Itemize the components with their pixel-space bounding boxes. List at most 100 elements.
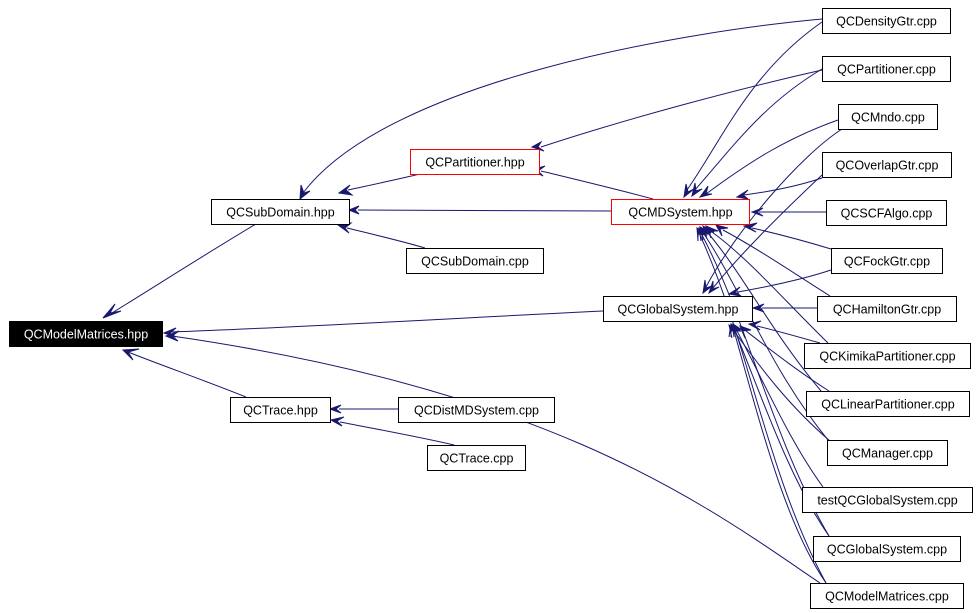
arrowhead-globalsystem-hpp — [751, 303, 765, 313]
node-subdomain-cpp[interactable]: QCSubDomain.cpp — [406, 248, 544, 274]
edge-mndo-cpp-to-globalsystem-hpp — [705, 128, 843, 288]
node-box — [813, 536, 961, 562]
node-box — [410, 149, 540, 175]
arrowhead-globalsystem-hpp — [747, 320, 762, 331]
edge-partitioner-cpp-to-partitioner-hpp — [540, 69, 823, 148]
node-box — [427, 445, 526, 471]
node-box — [838, 104, 938, 130]
arrowhead-trace-hpp — [329, 416, 345, 427]
edge-globalsystem-hpp-to-modelmatrices-hpp — [170, 310, 604, 333]
node-globalsystem-cpp[interactable]: QCGlobalSystem.cpp — [813, 536, 961, 562]
node-box — [611, 199, 750, 225]
edge-partitioner-cpp-to-mdsystem-hpp — [693, 68, 823, 192]
arrowhead-modelmatrices-hpp — [121, 348, 140, 361]
node-modelmatrices-hpp: QCModelMatrices.hpp — [9, 321, 163, 347]
arrowhead-modelmatrices-hpp — [102, 303, 122, 319]
node-trace-hpp[interactable]: QCTrace.hpp — [230, 397, 331, 423]
node-label: QCHamiltonGtr.cpp — [833, 303, 941, 317]
edge-subdomain-cpp-to-subdomain-hpp — [346, 227, 426, 249]
arrowhead-globalsystem-hpp — [708, 280, 720, 295]
node-label: QCGlobalSystem.cpp — [827, 543, 947, 557]
node-label: QCTrace.cpp — [440, 452, 514, 466]
arrowhead-mdsystem-hpp — [696, 226, 708, 242]
node-overlapgtr-cpp[interactable]: QCOverlapGtr.cpp — [822, 152, 952, 178]
node-label: QCModelMatrices.hpp — [24, 328, 148, 342]
node-box — [826, 200, 947, 226]
file-nodes: QCModelMatrices.hpp QCSubDomain.hppQCTrac… — [9, 8, 973, 609]
node-label: QCSubDomain.hpp — [226, 206, 334, 220]
edge-mndo-cpp-to-mdsystem-hpp — [705, 119, 839, 195]
node-box — [822, 152, 952, 178]
arrowhead-subdomain-hpp — [337, 184, 354, 196]
node-label: QCDistMDSystem.cpp — [414, 404, 539, 418]
node-scfalgo-cpp[interactable]: QCSCFAlgo.cpp — [826, 200, 947, 226]
node-box — [804, 343, 971, 369]
node-label: QCPartitioner.cpp — [837, 63, 936, 77]
dependency-arrowheads — [102, 140, 765, 427]
edge-linearpartitioner-cpp-to-globalsystem-hpp — [745, 330, 830, 392]
arrowhead-mdsystem-hpp — [742, 222, 758, 233]
node-hamiltongtr-cpp[interactable]: QCHamiltonGtr.cpp — [817, 296, 957, 322]
node-box — [817, 296, 957, 322]
node-label: QCSCFAlgo.cpp — [841, 207, 933, 221]
node-box — [822, 8, 951, 34]
arrowhead-subdomain-hpp — [299, 184, 311, 201]
node-box — [603, 296, 753, 322]
edge-modelmatrices-cpp-to-modelmatrices-hpp — [171, 335, 821, 584]
dependency-edges — [106, 18, 843, 584]
node-box — [230, 397, 331, 423]
node-mdsystem-hpp[interactable]: QCMDSystem.hpp — [611, 199, 750, 225]
arrowhead-globalsystem-hpp — [702, 279, 713, 295]
node-label: QCKimikaPartitioner.cpp — [819, 350, 955, 364]
node-box — [406, 248, 544, 274]
edge-mdsystem-hpp-to-subdomain-hpp — [357, 209, 612, 212]
node-label: QCMDSystem.hpp — [628, 206, 732, 220]
edge-mdsystem-hpp-to-partitioner-hpp — [540, 170, 654, 200]
edge-kimikapartitioner-cpp-to-globalsystem-hpp — [756, 325, 821, 344]
node-fockgtr-cpp[interactable]: QCFockGtr.cpp — [831, 248, 943, 274]
arrowhead-mdsystem-hpp — [735, 189, 749, 200]
node-box — [802, 487, 973, 513]
node-globalsystem-hpp[interactable]: QCGlobalSystem.hpp — [603, 296, 753, 322]
node-box — [827, 440, 948, 466]
node-label: QCModelMatrices.cpp — [825, 590, 949, 604]
node-label: QCSubDomain.cpp — [421, 255, 529, 269]
arrowhead-mdsystem-hpp — [683, 183, 695, 199]
node-testglobalsystem-cpp[interactable]: testQCGlobalSystem.cpp — [802, 487, 973, 513]
node-kimikapartitioner-cpp[interactable]: QCKimikaPartitioner.cpp — [804, 343, 971, 369]
edge-overlapgtr-cpp-to-mdsystem-hpp — [743, 177, 823, 196]
node-partitioner-hpp[interactable]: QCPartitioner.hpp — [410, 149, 540, 175]
node-box — [810, 583, 964, 609]
arrowhead-subdomain-hpp — [347, 205, 360, 215]
node-label: QCOverlapGtr.cpp — [836, 159, 939, 173]
node-trace-cpp[interactable]: QCTrace.cpp — [427, 445, 526, 471]
node-mndo-cpp[interactable]: QCMndo.cpp — [838, 104, 938, 130]
node-label: QCGlobalSystem.hpp — [618, 303, 739, 317]
edge-densitygtr-cpp-to-mdsystem-hpp — [686, 21, 823, 191]
node-box — [831, 248, 943, 274]
node-densitygtr-cpp[interactable]: QCDensityGtr.cpp — [822, 8, 951, 34]
node-subdomain-hpp[interactable]: QCSubDomain.hpp — [211, 199, 350, 225]
arrowhead-mdsystem-hpp — [750, 207, 764, 217]
edge-modelmatrices-cpp-to-globalsystem-hpp — [733, 330, 827, 584]
edge-overlapgtr-cpp-to-globalsystem-hpp — [712, 174, 823, 289]
node-linearpartitioner-cpp[interactable]: QCLinearPartitioner.cpp — [806, 391, 970, 417]
arrowhead-modelmatrices-hpp — [164, 330, 180, 342]
node-partitioner-cpp[interactable]: QCPartitioner.cpp — [822, 56, 951, 82]
node-box — [806, 391, 970, 417]
node-box — [822, 56, 951, 82]
node-box — [398, 397, 555, 423]
arrowhead-trace-hpp — [328, 404, 342, 414]
edge-densitygtr-cpp-to-subdomain-hpp — [302, 18, 823, 194]
node-label: QCPartitioner.hpp — [425, 156, 524, 170]
edge-fockgtr-cpp-to-mdsystem-hpp — [751, 227, 832, 250]
node-distmdsystem-cpp[interactable]: QCDistMDSystem.cpp — [398, 397, 555, 423]
arrowhead-globalsystem-hpp — [727, 286, 742, 297]
arrowhead-mdsystem-hpp — [715, 224, 729, 237]
edge-partitioner-hpp-to-subdomain-hpp — [347, 173, 421, 191]
node-modelmatrices-cpp[interactable]: QCModelMatrices.cpp — [810, 583, 964, 609]
arrowhead-mdsystem-hpp — [691, 182, 703, 198]
node-manager-cpp[interactable]: QCManager.cpp — [827, 440, 948, 466]
edge-modelmatrices-cpp-to-mdsystem-hpp — [699, 234, 827, 584]
